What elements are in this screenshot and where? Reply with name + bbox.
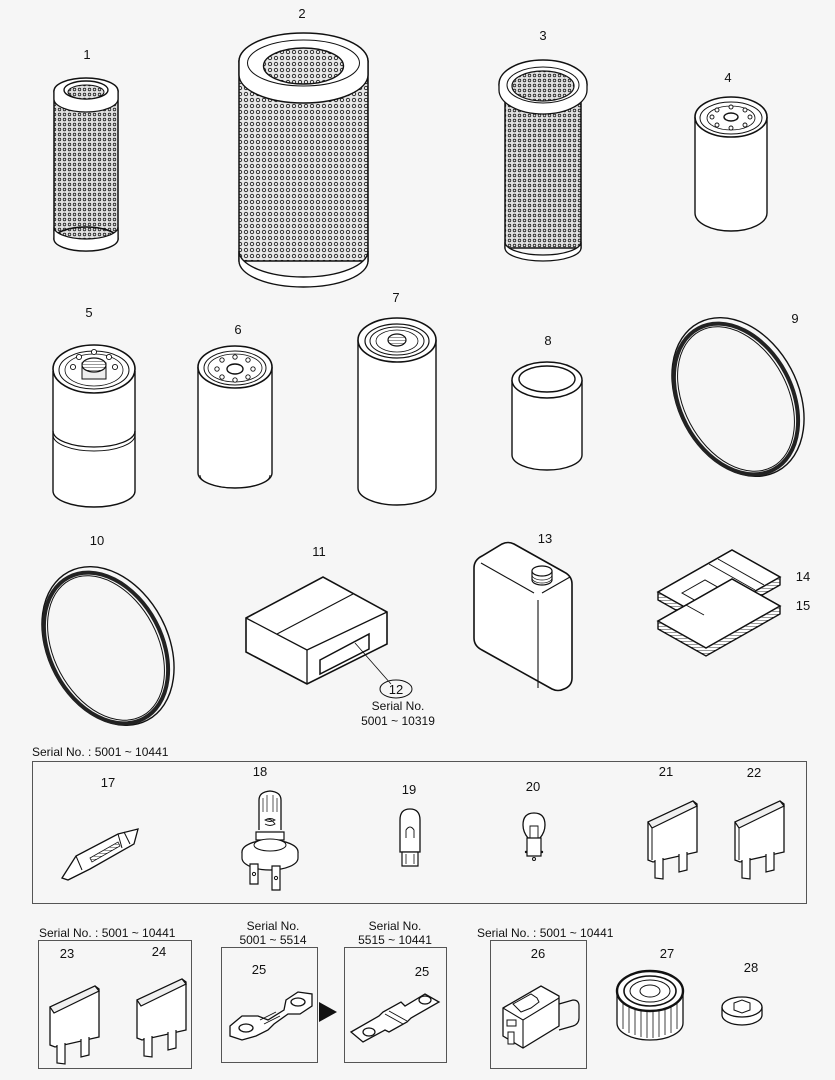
item-number-2: 2 (298, 6, 306, 21)
nut-icon[interactable] (720, 995, 764, 1027)
mesh-filter-icon[interactable] (497, 58, 589, 262)
item-number-4: 4 (724, 70, 732, 85)
item-number-22: 22 (746, 765, 762, 780)
fuses-23-24-serial: Serial No. : 5001 ~ 10441 (39, 926, 176, 940)
item12-serial-range: 5001 ~ 10319 (361, 714, 435, 728)
item12-serial-label: Serial No. (371, 699, 425, 713)
item-number-12: 12 (388, 682, 404, 697)
blade-fuse-icon[interactable] (645, 800, 701, 882)
belt-icon[interactable] (668, 313, 808, 483)
filter-sleeve-icon[interactable] (510, 360, 584, 475)
item-number-23: 23 (59, 946, 75, 961)
item-number-15: 15 (795, 598, 811, 613)
festoon-bulb-icon[interactable] (60, 826, 142, 882)
fusible-link-icon[interactable] (228, 986, 314, 1042)
item-number-11: 11 (312, 544, 326, 559)
spin-on-filter-icon[interactable] (356, 316, 438, 508)
item-number-5: 5 (85, 305, 93, 320)
item-number-1: 1 (83, 47, 91, 62)
bayonet-bulb-icon[interactable] (522, 812, 546, 862)
item-number-24: 24 (151, 944, 167, 959)
bulbs-fuses-group-frame (32, 761, 807, 904)
link25-new-frame (344, 947, 447, 1063)
box-icon[interactable] (245, 576, 389, 686)
item-number-26: 26 (530, 946, 546, 961)
link25-old-serial-range: 5001 ~ 5514 (239, 933, 307, 947)
item-number-6: 6 (234, 322, 242, 337)
item-number-10: 10 (89, 533, 105, 548)
halogen-bulb-icon[interactable] (240, 790, 300, 894)
blade-fuse-icon[interactable] (732, 800, 788, 882)
callout-oval-icon (379, 679, 413, 699)
item-number-13: 13 (537, 531, 553, 546)
belt-icon[interactable] (38, 562, 178, 732)
manual-icon[interactable] (656, 578, 784, 662)
mesh-filter-icon[interactable] (52, 77, 122, 253)
connector-icon[interactable] (501, 980, 581, 1054)
blade-fuse-icon[interactable] (134, 978, 190, 1060)
wedge-bulb-icon[interactable] (398, 808, 422, 870)
item-number-18: 18 (252, 764, 268, 779)
link25-new-serial-label: Serial No. (368, 919, 422, 933)
item-number-9: 9 (791, 311, 799, 326)
bulbs-group-serial: Serial No. : 5001 ~ 10441 (32, 745, 169, 759)
canister-icon[interactable] (472, 540, 574, 692)
mesh-filter-icon[interactable] (237, 31, 370, 291)
item-number-8: 8 (544, 333, 552, 348)
item-number-21: 21 (658, 764, 674, 779)
spin-on-filter-icon[interactable] (196, 345, 274, 493)
link25-old-frame (221, 947, 318, 1063)
fuses-23-24-frame (38, 940, 192, 1069)
item-number-25-old: 25 (251, 962, 267, 977)
link25-new-serial-range: 5515 ~ 10441 (358, 933, 432, 947)
item-number-28: 28 (743, 960, 759, 975)
fusible-link-icon[interactable] (349, 992, 441, 1042)
item-number-17: 17 (100, 775, 116, 790)
item-number-27: 27 (659, 946, 675, 961)
item-number-14: 14 (795, 569, 811, 584)
item-number-19: 19 (401, 782, 417, 797)
blade-fuse-icon[interactable] (47, 985, 103, 1067)
spin-on-filter-icon[interactable] (51, 343, 137, 511)
item-number-7: 7 (392, 290, 400, 305)
spin-on-filter-icon[interactable] (693, 95, 769, 233)
connector26-frame (490, 940, 587, 1069)
item-number-20: 20 (525, 779, 541, 794)
replacement-arrow-icon (319, 1002, 337, 1022)
item-number-3: 3 (539, 28, 547, 43)
item-number-25-new: 25 (414, 964, 430, 979)
connector26-serial: Serial No. : 5001 ~ 10441 (477, 926, 614, 940)
filter-cartridge-icon[interactable] (615, 969, 685, 1043)
link25-old-serial-label: Serial No. (246, 919, 300, 933)
